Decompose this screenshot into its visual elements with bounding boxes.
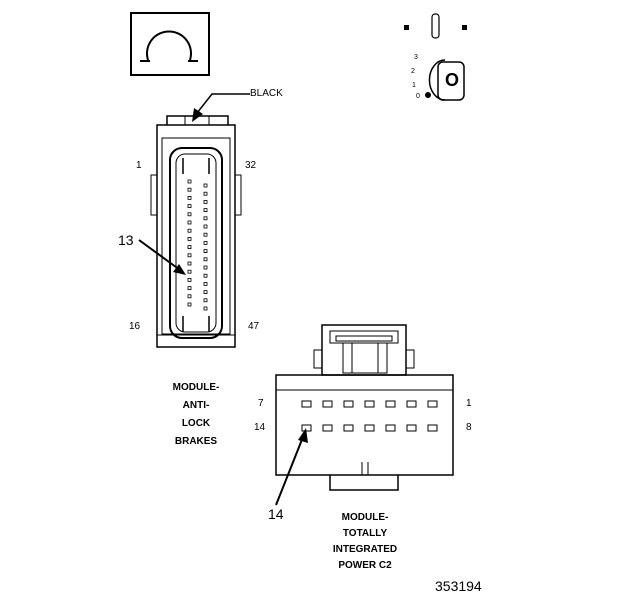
tipm-pin-cavity <box>301 424 312 432</box>
abs-module-name-line-3: LOCK <box>181 418 211 429</box>
abs-pin-cavity <box>187 245 192 250</box>
tipm-connector-body <box>275 324 454 506</box>
abs-pin-cavity <box>187 187 192 192</box>
abs-pin-cavity <box>187 179 192 184</box>
abs-pin-cavity <box>203 306 208 311</box>
tipm-pin-cavity <box>385 400 396 408</box>
abs-pin-cavity <box>187 195 192 200</box>
abs-module-name-line-4: BRAKES <box>174 436 218 447</box>
tipm-pin-cavity <box>343 424 354 432</box>
abs-pin-cavity <box>203 273 208 278</box>
tipm-pin-cavity <box>343 400 354 408</box>
ignition-key-letter: O <box>445 70 460 90</box>
abs-pin-cavity <box>203 199 208 204</box>
key-position-2: 2 <box>411 68 415 75</box>
connector-color-label: BLACK <box>250 88 283 99</box>
abs-pin-cavity <box>203 183 208 188</box>
abs-pin-label-16: 16 <box>129 321 141 332</box>
tipm-pin-label-14: 14 <box>254 422 266 433</box>
abs-pin-cavity <box>203 265 208 270</box>
abs-pin-cavity <box>187 277 192 282</box>
abs-pin-cavity <box>203 216 208 221</box>
tipm-module-name-line-1: MODULE- <box>341 512 389 523</box>
abs-pin-cavity <box>187 261 192 266</box>
abs-connector-body <box>138 93 250 348</box>
key-position-3: 3 <box>414 54 418 61</box>
abs-pin-cavity <box>187 236 192 241</box>
tipm-pin-label-1: 1 <box>466 398 472 409</box>
figure-number: 353194 <box>435 578 482 594</box>
tipm-pin-cavity <box>322 400 333 408</box>
tipm-module-name-line-4: POWER C2 <box>338 560 392 571</box>
omega-symbol-icon <box>130 12 210 76</box>
tipm-pin-cavity <box>427 400 438 408</box>
tipm-pin-cavities <box>301 400 438 432</box>
abs-pin-cavity <box>187 228 192 233</box>
abs-pin-label-1: 1 <box>136 160 142 171</box>
abs-pin-cavity <box>187 286 192 291</box>
tipm-module-name-line-2: TOTALLY <box>342 528 388 539</box>
tipm-pin-label-8: 8 <box>466 422 472 433</box>
abs-pin-cavity <box>187 212 192 217</box>
abs-pin-cavity <box>203 290 208 295</box>
ignition-key-icon <box>404 13 467 101</box>
abs-pin-cavity <box>203 232 208 237</box>
abs-pin-cavity <box>187 294 192 299</box>
tipm-pin-cavity <box>364 400 375 408</box>
abs-pin-cavity <box>203 191 208 196</box>
tipm-pin-cavity <box>406 424 417 432</box>
key-position-1: 1 <box>412 82 416 89</box>
tipm-pin-cavity <box>322 424 333 432</box>
abs-callout-pin: 13 <box>118 232 134 248</box>
abs-pin-cavity <box>203 240 208 245</box>
abs-pin-cavity <box>203 257 208 262</box>
abs-pin-cavity <box>203 224 208 229</box>
abs-module-name-line-2: ANTI- <box>182 400 210 411</box>
abs-pin-cavity <box>203 249 208 254</box>
key-position-0: 0 <box>416 93 420 100</box>
abs-pin-cavities <box>187 179 208 311</box>
tipm-pin-cavity <box>364 424 375 432</box>
tipm-pin-label-7: 7 <box>258 398 264 409</box>
abs-pin-cavity <box>203 281 208 286</box>
abs-pin-cavity <box>187 204 192 209</box>
tipm-callout-pin: 14 <box>268 506 284 522</box>
abs-pin-cavity <box>187 253 192 258</box>
abs-pin-label-32: 32 <box>245 160 257 171</box>
tipm-pin-cavity <box>406 400 417 408</box>
tipm-pin-cavity <box>301 400 312 408</box>
abs-pin-cavity <box>187 220 192 225</box>
abs-pin-label-47: 47 <box>248 321 260 332</box>
abs-pin-cavity <box>187 269 192 274</box>
abs-pin-cavity <box>203 208 208 213</box>
tipm-pin-cavity <box>385 424 396 432</box>
tipm-module-name-line-3: INTEGRATED <box>332 544 398 555</box>
abs-pin-cavity <box>203 298 208 303</box>
abs-pin-cavity <box>187 302 192 307</box>
abs-module-name-line-1: MODULE- <box>172 382 220 393</box>
tipm-pin-cavity <box>427 424 438 432</box>
